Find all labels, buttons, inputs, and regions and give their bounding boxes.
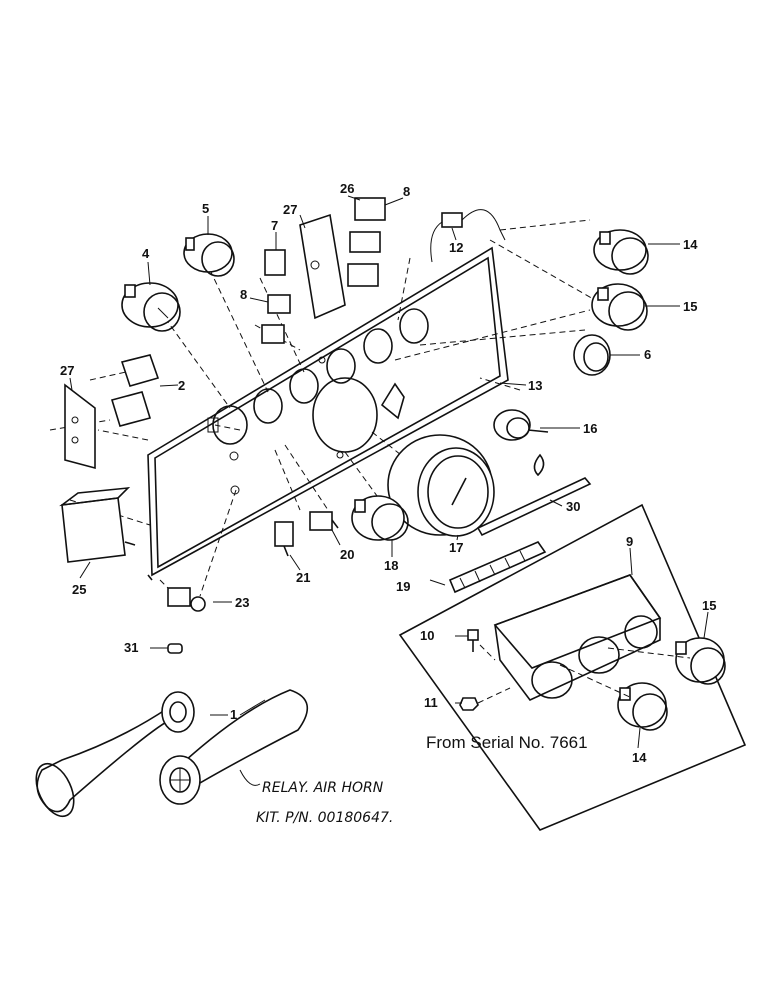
inset-frame [398,503,747,831]
relay-7 [264,249,286,276]
gauge-5 [183,233,235,277]
label-16: 16 [583,421,597,436]
part-labels: 1 2 4 5 6 7 8 8 9 10 11 12 13 14 14 15 1… [60,181,716,765]
toggle-switch-20 [309,511,339,531]
label-7: 7 [271,218,278,233]
label-14-top: 14 [683,237,698,252]
gauge-15-inset [675,637,726,685]
ignition-switch-16 [493,409,549,477]
nut-11 [459,697,479,711]
gauge-15-top [591,283,648,331]
relay-8-left [261,294,291,344]
label-4: 4 [142,246,150,261]
relay-2-upper [120,354,160,387]
bracket-27-top [299,213,346,320]
label-6: 6 [644,347,651,362]
mounting-strip-30 [476,477,592,537]
label-19: 19 [396,579,410,594]
gauge-14-inset [617,682,668,731]
warning-lamp-23 [167,587,206,612]
label-5: 5 [202,201,209,216]
label-12: 12 [449,240,463,255]
handwritten-note-line-2: KIT. P/N. 00180647. [256,810,393,826]
label-8-left: 8 [240,287,247,302]
toggle-switch-21 [274,521,294,557]
label-leaders [69,195,709,749]
bezel-ring-6 [573,334,611,376]
air-horn-left [35,691,195,818]
bolt-10 [467,629,479,652]
label-23: 23 [235,595,249,610]
label-11: 11 [424,695,438,710]
air-horn-right [159,689,308,805]
instrument-panel [147,246,509,581]
speedometer-17 [387,434,495,537]
label-1: 1 [230,707,237,722]
label-31: 31 [124,640,138,655]
label-20: 20 [340,547,354,562]
label-9: 9 [626,534,633,549]
label-21: 21 [296,570,310,585]
inline-fuse-12 [430,209,506,263]
inset-serial-note: From Serial No. 7661 [426,733,588,752]
relay-2-lower [110,391,152,427]
label-25: 25 [72,582,86,597]
label-15-inset: 15 [702,598,716,613]
label-2: 2 [178,378,185,393]
bulb-31 [150,643,183,654]
label-14-inset: 14 [632,750,647,765]
terminal-strip-19 [448,541,547,594]
label-30: 30 [566,499,580,514]
label-15-top: 15 [683,299,697,314]
label-27-left: 27 [60,363,74,378]
gauge-4 [121,282,181,332]
bracket-27-left [64,383,96,470]
flasher-unit-25 [59,486,136,563]
label-13: 13 [528,378,542,393]
relay-26 [347,197,386,287]
gauge-14-top [593,229,649,275]
label-17: 17 [449,540,463,555]
gauge-18 [351,495,409,541]
label-8-top: 8 [403,184,410,199]
label-27-top: 27 [283,202,297,217]
handwritten-note-line-1: RELAY. AIR HORN [262,780,384,796]
label-10: 10 [420,628,434,643]
gauge-pod-9 [493,574,662,701]
label-26: 26 [340,181,354,196]
label-18: 18 [384,558,398,573]
